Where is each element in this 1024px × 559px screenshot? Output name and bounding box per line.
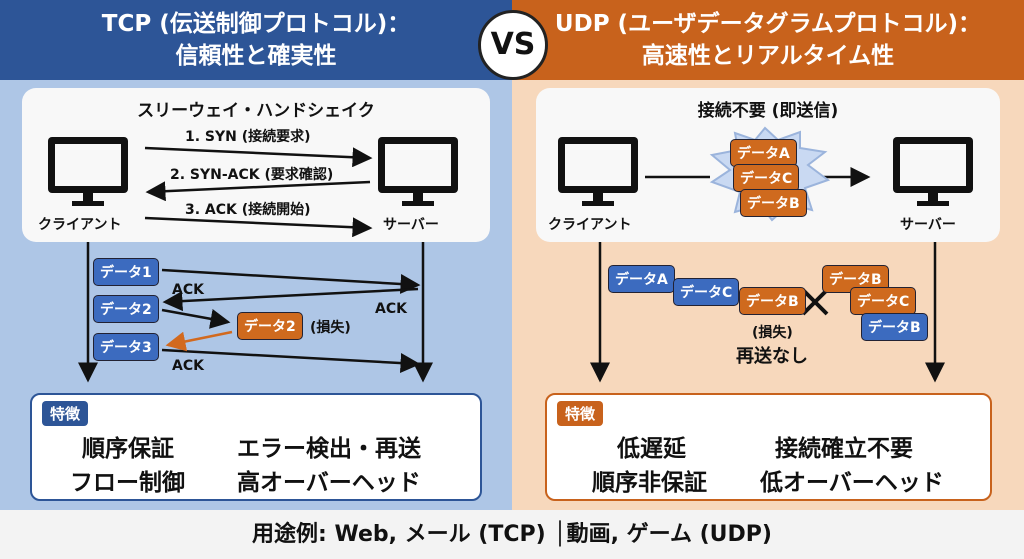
udp-feature: 低遅延 bbox=[617, 436, 686, 462]
lost-packet-b: データB bbox=[739, 287, 806, 315]
udp-lost-label: (損失) bbox=[752, 325, 793, 341]
udp-features-box: 特徴 低遅延 接続確立不要 順序非保証 低オーバーヘッド bbox=[545, 393, 992, 501]
tcp-header: TCP (伝送制御プロトコル)： 信頼性と確実性 bbox=[0, 0, 512, 80]
received-packet-c: データC bbox=[850, 287, 917, 315]
retransmit-arrow bbox=[165, 330, 233, 352]
sent-packet-a: データA bbox=[608, 265, 675, 293]
tcp-feature: 高オーバーヘッド bbox=[237, 470, 421, 496]
data1-packet: データ1 bbox=[93, 258, 159, 286]
tcp-lost-label: (損失) bbox=[310, 320, 351, 336]
sent-packet-c: データC bbox=[673, 278, 740, 306]
step-synack: 2. SYN-ACK (要求確認) bbox=[170, 167, 334, 183]
udp-server-monitor-icon bbox=[893, 137, 973, 206]
data2-arrow bbox=[161, 308, 231, 329]
burst-packet-a: データA bbox=[730, 139, 797, 167]
udp-feature: 順序非保証 bbox=[592, 470, 707, 496]
tcp-title: TCP (伝送制御プロトコル)： bbox=[101, 11, 411, 37]
udp-subtitle: 高速性とリアルタイム性 bbox=[641, 43, 895, 69]
udp-title: UDP (ユーザデータグラムプロトコル)： bbox=[554, 11, 982, 37]
tcp-feature: フロー制御 bbox=[70, 470, 185, 496]
client-monitor-icon bbox=[48, 137, 128, 206]
data2-packet: データ2 bbox=[93, 295, 159, 323]
tcp-client-label: クライアント bbox=[38, 217, 122, 233]
udp-feature: 低オーバーヘッド bbox=[760, 470, 944, 496]
diagram-arrows bbox=[48, 126, 973, 383]
received-packet-b2: データB bbox=[861, 313, 928, 341]
ack1-arrow bbox=[162, 287, 419, 312]
data3-arrow bbox=[161, 348, 421, 374]
connection-title: 接続不要 (即送信) bbox=[697, 101, 839, 121]
ack-label: ACK bbox=[375, 301, 407, 317]
udp-server-label: サーバー bbox=[900, 217, 956, 233]
ack-arrow bbox=[144, 216, 373, 238]
vs-badge: VS bbox=[478, 10, 548, 80]
no-resend-label: 再送なし bbox=[736, 346, 808, 367]
step-ack: 3. ACK (接続開始) bbox=[185, 202, 311, 218]
data1-arrow bbox=[161, 268, 421, 294]
udp-header: UDP (ユーザデータグラムプロトコル)： 高速性とリアルタイム性 bbox=[512, 0, 1024, 80]
handshake-title: スリーウェイ・ハンドシェイク bbox=[137, 101, 375, 121]
lost-x-icon bbox=[801, 288, 829, 316]
tcp-feature: エラー検出・再送 bbox=[237, 436, 421, 462]
tcp-features-tag: 特徴 bbox=[42, 401, 89, 426]
lost-data2-packet: データ2 bbox=[237, 312, 303, 340]
synack-arrow bbox=[145, 180, 371, 202]
tcp-feature: 順序保証 bbox=[82, 436, 174, 462]
data3-packet: データ3 bbox=[93, 333, 159, 361]
syn-arrow bbox=[144, 146, 373, 168]
burst-packet-b: データB bbox=[740, 189, 807, 217]
tcp-features-box: 特徴 順序保証 エラー検出・再送 フロー制御 高オーバーヘッド bbox=[30, 393, 482, 501]
udp-client-label: クライアント bbox=[548, 217, 632, 233]
burst-packet-c: データC bbox=[733, 164, 800, 192]
udp-client-monitor-icon bbox=[558, 137, 638, 206]
step-syn: 1. SYN (接続要求) bbox=[185, 129, 311, 145]
server-monitor-icon bbox=[378, 137, 458, 206]
footer-use-cases: 用途例: Web, メール (TCP) │動画, ゲーム (UDP) bbox=[0, 510, 1024, 559]
ack-label: ACK bbox=[172, 358, 204, 374]
tcp-server-label: サーバー bbox=[383, 217, 439, 233]
tcp-subtitle: 信頼性と確実性 bbox=[175, 43, 337, 69]
udp-feature: 接続確立不要 bbox=[775, 436, 913, 462]
ack-label: ACK bbox=[172, 282, 204, 298]
udp-features-tag: 特徴 bbox=[557, 401, 604, 426]
